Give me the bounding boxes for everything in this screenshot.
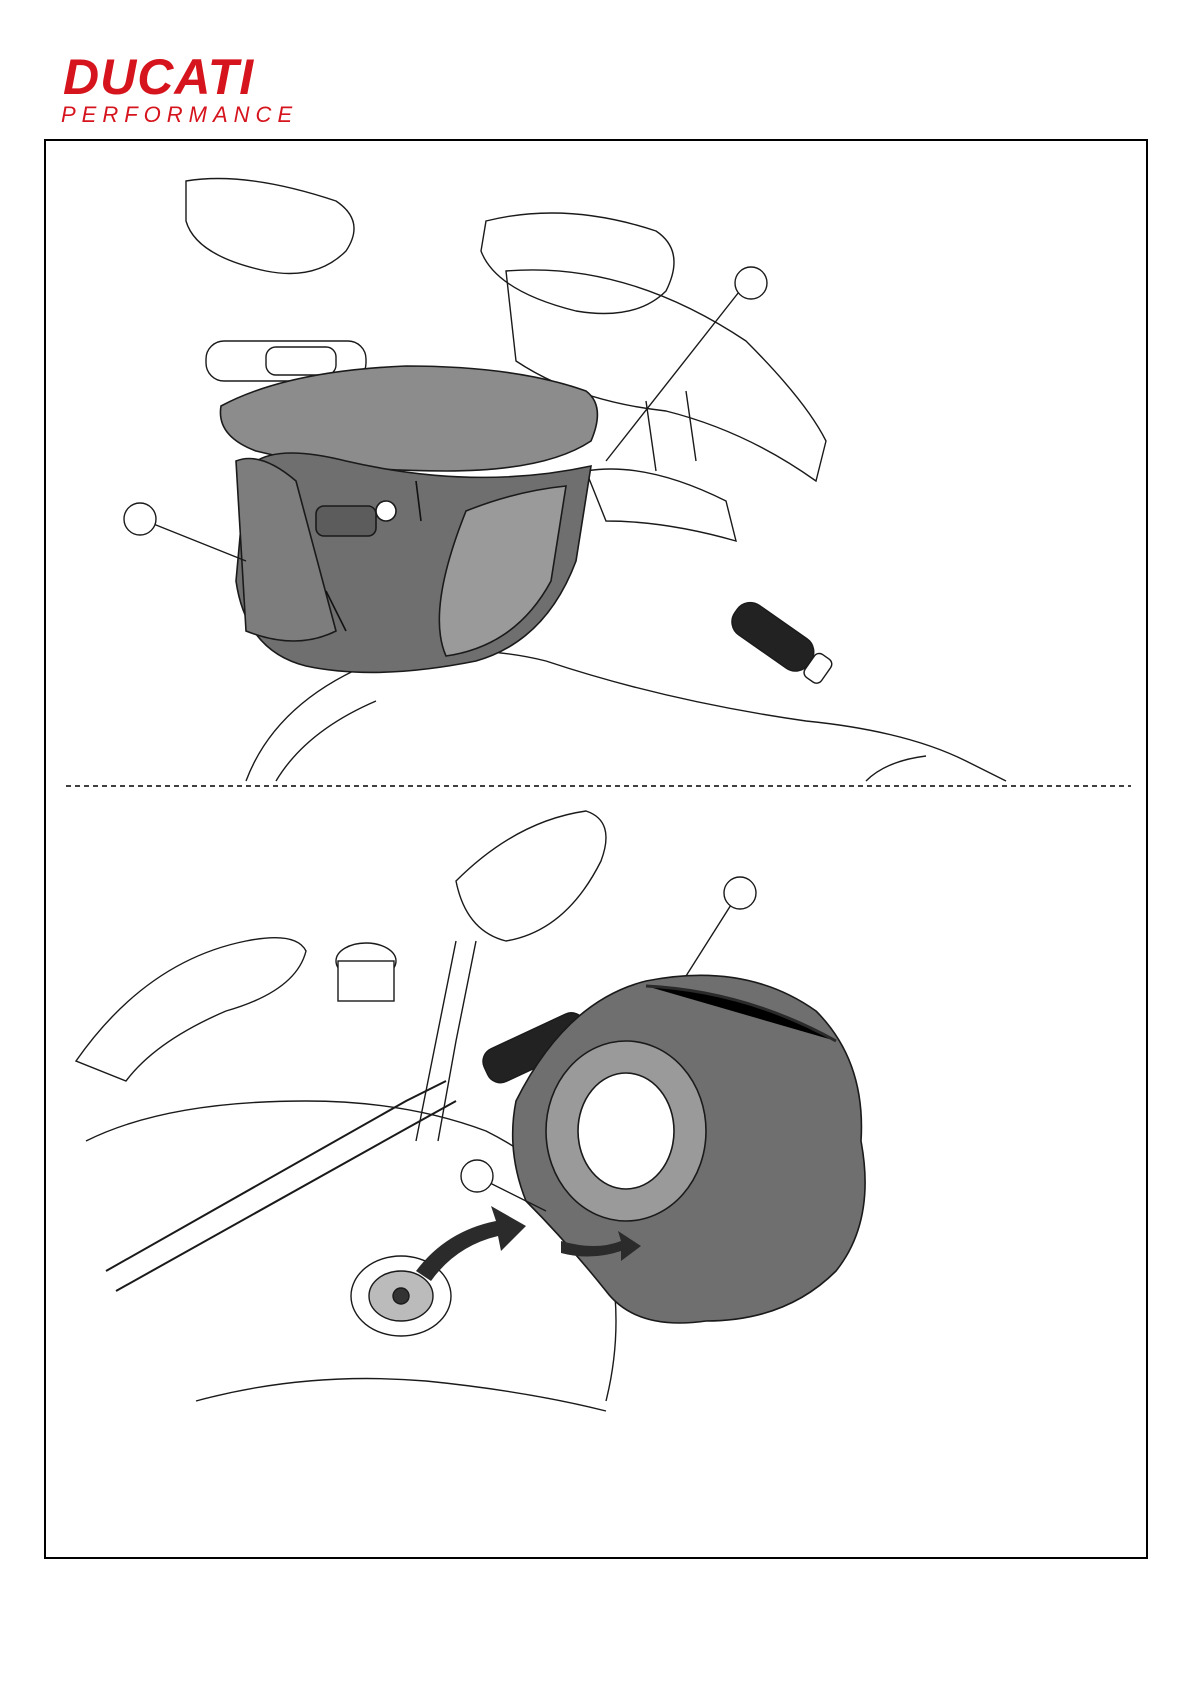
ducati-performance-logo: DUCATI PERFORMANCE: [55, 48, 435, 126]
illustration-canvas: [46, 141, 1146, 1557]
top-figure: [66, 179, 1131, 787]
illustration-frame: [44, 139, 1148, 1559]
logo-brand-text: DUCATI: [63, 52, 254, 102]
logo-sub-text: PERFORMANCE: [61, 104, 298, 126]
top-tank-bag: [220, 366, 597, 672]
